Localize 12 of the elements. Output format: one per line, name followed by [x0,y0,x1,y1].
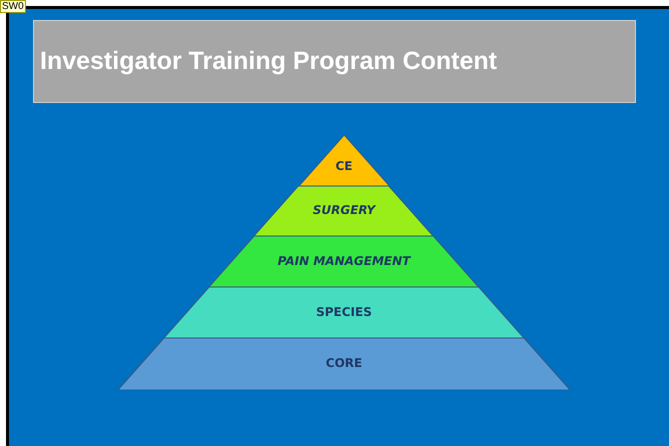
tier-label: CORE [324,356,364,370]
pyramid-tier [254,186,434,236]
pyramid-top [298,135,390,186]
tag-label: SW0 [0,0,26,13]
tier-label: SPECIES [315,304,373,318]
pyramid-tier [164,287,524,338]
pyramid-tier [209,236,479,287]
slide-title: Investigator Training Program Content [40,47,497,76]
tier-label: SURGERY [312,203,377,217]
tier-label: PAIN MANAGEMENT [276,254,412,268]
tier-label: CE [334,158,354,172]
pyramid-tier [118,338,570,390]
